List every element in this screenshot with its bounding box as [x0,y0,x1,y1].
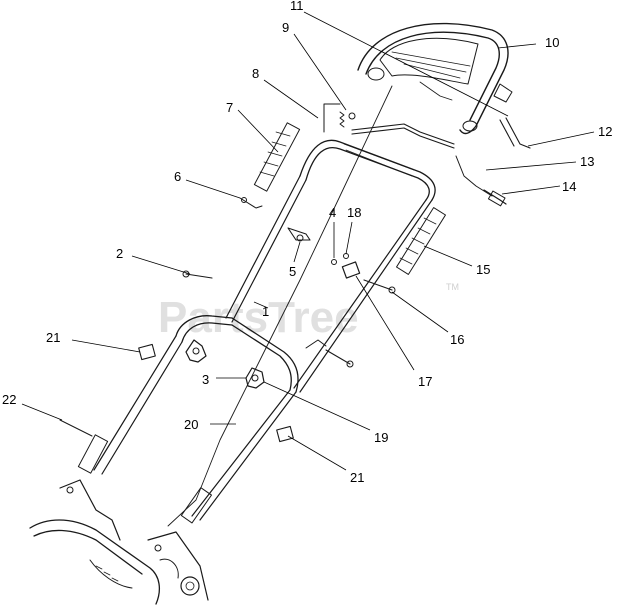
callout-1: 1 [262,304,269,319]
callout-20: 20 [184,417,198,432]
callout-13: 13 [580,154,594,169]
cable-clip-right [396,207,446,275]
bolt-2 [182,270,213,279]
cable-adjuster [287,227,311,242]
watermark-text: PartsTree [158,293,359,342]
callout-2: 2 [116,246,123,261]
cable-clip-21-upper [138,343,156,361]
callout-18: 18 [347,205,361,220]
cable-clip-left [253,122,301,192]
callout-4: 4 [329,205,336,220]
callout-16: 16 [450,332,464,347]
callout-10: 10 [545,35,559,50]
callout-12: 12 [598,124,612,139]
callout-labels: 1 2 3 4 5 6 7 8 9 10 11 12 13 14 15 16 1… [2,0,612,485]
cable-tie [239,197,263,209]
leader-lines [21,11,595,471]
callout-21-upper: 21 [46,330,60,345]
callout-8: 8 [252,66,259,81]
handle-knob-left [185,339,207,363]
cable-assembly [167,85,507,527]
cable-clip-21-lower [276,425,294,443]
watermark-trademark: TM [446,282,459,292]
callout-5: 5 [289,264,296,279]
upper-handle-lower-section [77,315,299,524]
control-rod [351,117,531,149]
mower-deck-rear [29,479,209,605]
callout-11: 11 [290,0,304,13]
callout-19: 19 [374,430,388,445]
callout-17: 17 [418,374,432,389]
callout-3: 3 [202,372,209,387]
callout-22: 22 [2,392,16,407]
callout-15: 15 [476,262,490,277]
callout-14: 14 [562,179,576,194]
callout-9: 9 [282,20,289,35]
clip-22 [59,419,93,437]
callout-7: 7 [226,100,233,115]
callout-21-lower: 21 [350,470,364,485]
control-console [357,22,513,135]
upper-handle-top-section [225,139,436,393]
spring-and-bracket [323,103,356,133]
callout-6: 6 [174,169,181,184]
